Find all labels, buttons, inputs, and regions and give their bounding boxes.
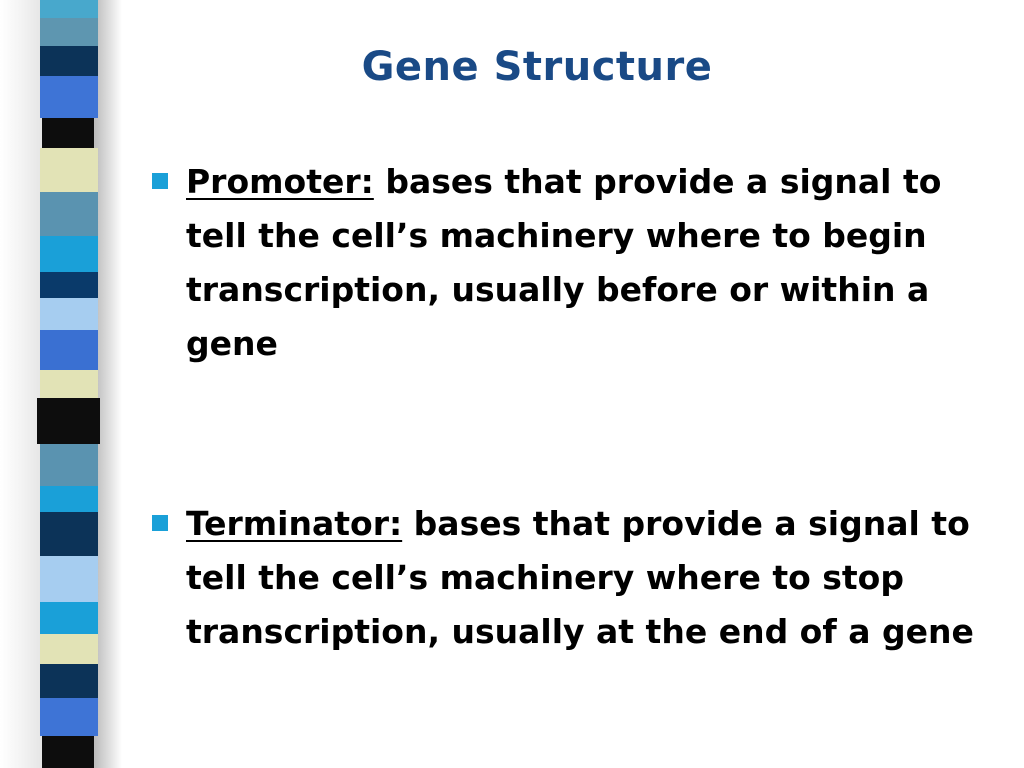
bullet-item-promoter: Promoter: bases that provide a signal to… (148, 155, 1008, 371)
decorative-strip (37, 0, 100, 768)
bullet-term: Terminator: (186, 504, 403, 543)
bullet-definition: bases that provide a signal to tell the … (186, 504, 974, 651)
square-bullet-icon (152, 515, 168, 531)
bullet-item-terminator: Terminator: bases that provide a signal … (148, 497, 1008, 659)
slide-title: Gene Structure (361, 44, 713, 90)
bullet-term: Promoter: (186, 162, 374, 201)
bullet-list: Promoter: bases that provide a signal to… (148, 155, 1008, 659)
bullet-definition: bases that provide a signal to tell the … (186, 162, 942, 363)
square-bullet-icon (152, 173, 168, 189)
